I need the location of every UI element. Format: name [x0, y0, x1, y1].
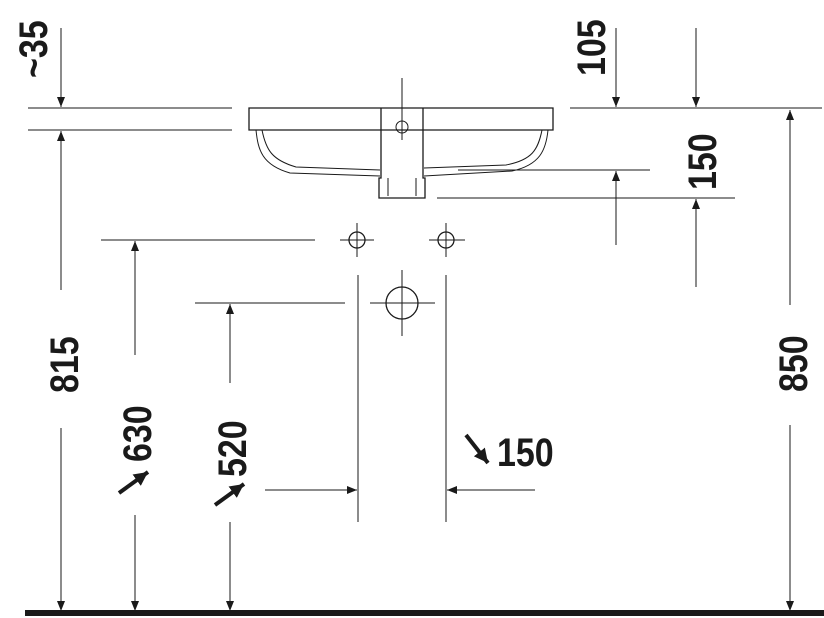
- drain-outlet: [370, 270, 435, 336]
- label-drain-height: 520: [209, 420, 254, 477]
- basin-outline: [248, 78, 554, 199]
- label-total-height: 850: [770, 335, 815, 392]
- label-supply-spacing: 150: [497, 429, 554, 474]
- label-basin-depth: 150: [679, 133, 724, 190]
- supply-valve-left: [340, 223, 374, 257]
- label-overflow-offset: ~35: [10, 20, 55, 78]
- label-rim-height: 815: [41, 336, 86, 393]
- extension-lines: [28, 107, 822, 522]
- label-tap-height: 105: [568, 19, 613, 76]
- label-valve-height: 630: [114, 405, 159, 462]
- dimension-arrows: [57, 28, 794, 611]
- supply-valve-right: [429, 223, 465, 257]
